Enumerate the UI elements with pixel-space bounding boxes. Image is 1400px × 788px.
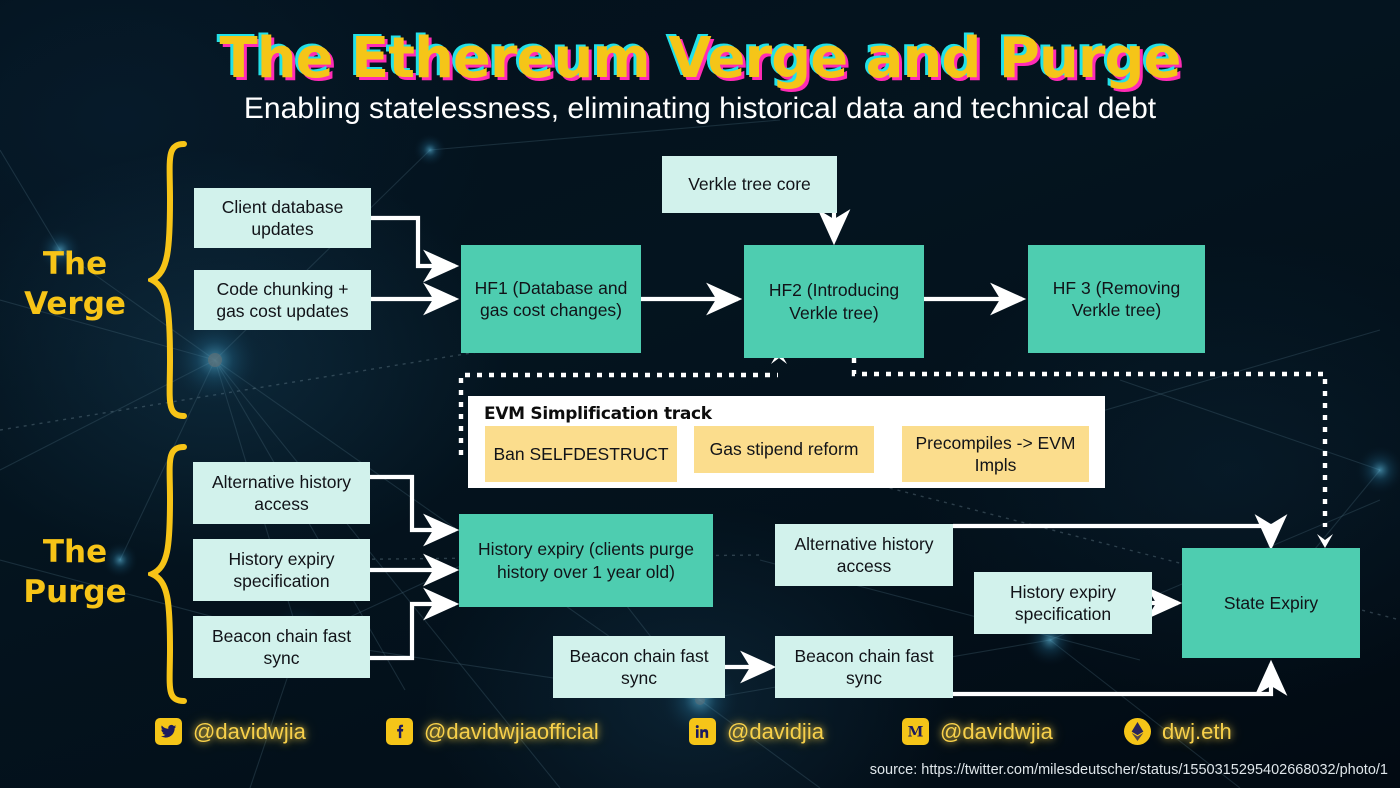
node-code-chunking-gas-cost[interactable]: Code chunking + gas cost updates [194, 270, 371, 330]
section-label-verge: The Verge [0, 245, 150, 324]
social-twitter[interactable]: @davidwjia [155, 718, 306, 745]
social-medium[interactable]: M @davidwjia [902, 718, 1053, 745]
social-ethereum[interactable]: dwj.eth [1124, 718, 1232, 745]
node-history-expiry-specification-mid[interactable]: History expiry specification [974, 572, 1152, 634]
purge-label-line2: Purge [23, 573, 127, 610]
node-alternative-history-access-left[interactable]: Alternative history access [193, 462, 370, 524]
verge-label-line1: The [42, 246, 108, 282]
twitter-icon [155, 718, 182, 745]
purge-brace-icon [148, 444, 187, 704]
state-expiry-down-arrowhead [1317, 534, 1333, 548]
linkedin-icon [689, 718, 716, 745]
ethereum-icon [1124, 718, 1151, 745]
page-title: The Ethereum Verge and Purge [219, 26, 1182, 91]
source-attribution: source: https://twitter.com/milesdeutsch… [869, 762, 1388, 778]
node-history-expiry[interactable]: History expiry (clients purge history ov… [459, 514, 713, 607]
verge-label-line2: Verge [24, 285, 126, 322]
medium-handle: @davidwjia [940, 718, 1053, 744]
twitter-handle: @davidwjia [193, 718, 306, 744]
footer-social-bar: @davidwjia @davidwjiaofficial @davidjia … [0, 718, 1400, 764]
svg-text:M: M [908, 725, 924, 741]
node-beacon-chain-fast-sync-mid[interactable]: Beacon chain fast sync [553, 636, 725, 698]
node-client-database-updates[interactable]: Client database updates [194, 188, 371, 248]
section-label-purge: The Purge [0, 533, 150, 612]
node-state-expiry[interactable]: State Expiry [1182, 548, 1360, 658]
node-beacon-chain-fast-sync-left[interactable]: Beacon chain fast sync [193, 616, 370, 678]
node-verkle-tree-core[interactable]: Verkle tree core [662, 156, 837, 213]
node-alternative-history-access-mid[interactable]: Alternative history access [775, 524, 953, 586]
verge-brace-icon [148, 141, 187, 419]
node-precompiles-evm-impls[interactable]: Precompiles -> EVM Impls [902, 426, 1089, 482]
node-beacon-chain-fast-sync-mid2[interactable]: Beacon chain fast sync [775, 636, 953, 698]
node-hf3[interactable]: HF 3 (Removing Verkle tree) [1028, 245, 1205, 353]
node-gas-stipend-reform[interactable]: Gas stipend reform [694, 426, 874, 473]
facebook-icon [386, 718, 413, 745]
purge-label-line1: The [42, 534, 108, 570]
ethereum-handle: dwj.eth [1162, 718, 1232, 744]
node-history-expiry-specification-left[interactable]: History expiry specification [193, 539, 370, 601]
linkedin-handle: @davidjia [727, 718, 824, 744]
page-subtitle: Enabling statelessness, eliminating hist… [243, 92, 1157, 125]
evm-simplification-panel: EVM Simplification track Ban SELFDESTRUC… [468, 396, 1105, 488]
social-facebook[interactable]: @davidwjiaofficial [386, 718, 599, 745]
facebook-handle: @davidwjiaofficial [424, 718, 599, 744]
evm-panel-title: EVM Simplification track [484, 404, 712, 424]
social-linkedin[interactable]: @davidjia [689, 718, 824, 745]
medium-icon: M [902, 718, 929, 745]
node-ban-selfdestruct[interactable]: Ban SELFDESTRUCT [485, 426, 677, 482]
node-hf2[interactable]: HF2 (Introducing Verkle tree) [744, 245, 924, 358]
node-hf1[interactable]: HF1 (Database and gas cost changes) [461, 245, 641, 353]
